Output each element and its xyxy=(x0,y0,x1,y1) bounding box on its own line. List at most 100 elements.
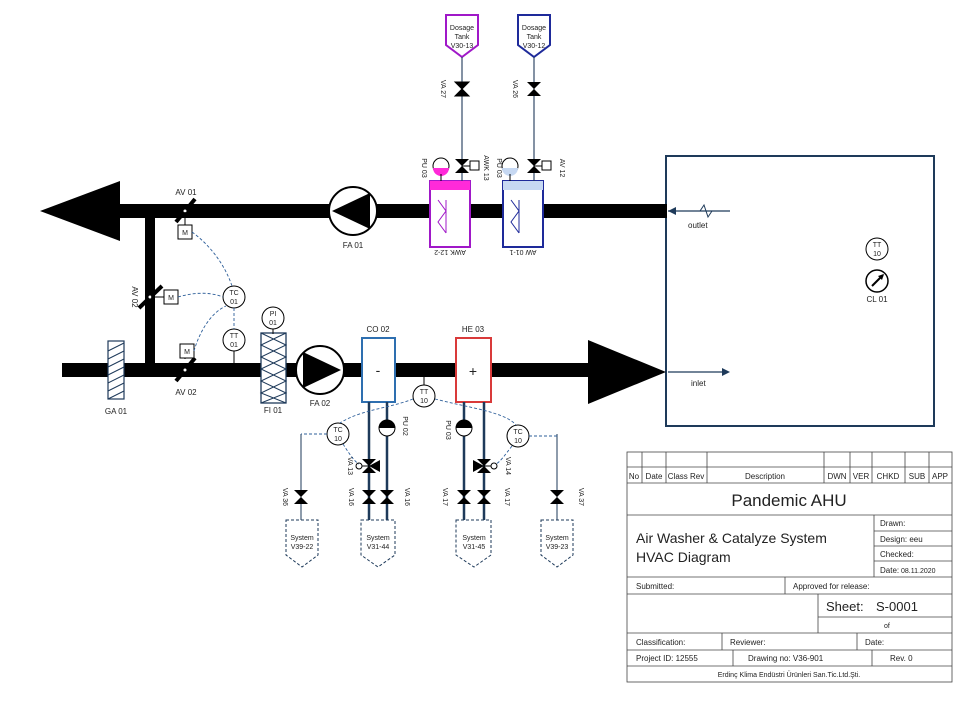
actuator-m1-label: M xyxy=(182,230,188,237)
tb-header-app: APP xyxy=(932,472,948,481)
tc10-right-num: 10 xyxy=(514,438,522,445)
filter-fi01 xyxy=(259,332,288,404)
tb-drawing-no: Drawing no: V36-901 xyxy=(748,654,824,663)
outlet-label: outlet xyxy=(688,221,708,230)
pi01-tag: PI xyxy=(270,311,277,318)
valve-va36 xyxy=(294,490,308,504)
tank-v30-13-line3: V30-13 xyxy=(451,43,474,50)
tb-header-ver: VER xyxy=(853,472,870,481)
ga01-label: GA 01 xyxy=(105,407,128,416)
system-v39-23: System V39-23 xyxy=(540,519,574,568)
tb-header-no: No xyxy=(629,472,640,481)
va16a-label: VA 16 xyxy=(347,488,354,506)
cl01-label: CL 01 xyxy=(866,295,888,304)
fa02-label: FA 02 xyxy=(310,399,331,408)
tb-project-title: Pandemic AHU xyxy=(731,491,846,510)
pu03-aw-label: PU 03 xyxy=(495,158,502,178)
tb-sheet-label: Sheet: xyxy=(826,599,864,614)
tank-v30-13-line2: Tank xyxy=(455,34,470,41)
tb-of: of xyxy=(884,623,890,630)
tb-header-sub: SUB xyxy=(909,472,925,481)
system-v31-44-line1: System xyxy=(366,535,390,542)
air-washer-aw01-1 xyxy=(502,180,544,248)
awk12-2-label: AWK 12-2 xyxy=(434,248,466,255)
actuator-m3: M xyxy=(179,343,195,359)
va13-label: VA 13 xyxy=(346,457,353,475)
tb-design: Design: eeu xyxy=(880,535,923,544)
av02-bypass-label: AV 02 xyxy=(130,286,139,308)
cooling-coil-co02 xyxy=(361,337,396,403)
fi01-label: FI 01 xyxy=(264,406,283,415)
damper-av02-bypass xyxy=(137,284,164,310)
actuator-m2-label: M xyxy=(168,295,174,302)
va37-label: VA 37 xyxy=(577,488,584,506)
av12-label: AV 12 xyxy=(558,159,565,178)
pi01-indicator: PI 01 xyxy=(261,306,285,330)
tt01-num: 01 xyxy=(230,342,238,349)
system-v31-45-line1: System xyxy=(462,535,486,542)
tb-classification: Classification: xyxy=(636,638,685,647)
supply-arrow xyxy=(588,340,666,404)
va17a-label: VA 17 xyxy=(441,488,448,506)
coil-control-links xyxy=(301,398,557,465)
fan-fa01 xyxy=(328,186,378,236)
pu02-label: PU 02 xyxy=(401,416,408,436)
va14-label: VA 14 xyxy=(504,457,511,475)
tb-diagram-title-2: HVAC Diagram xyxy=(636,549,731,565)
tb-date-value: 08.11.2020 xyxy=(901,568,936,575)
tt10-mid-tag: TT xyxy=(420,389,429,396)
tb-header-dwn: DWN xyxy=(827,472,846,481)
valve-va16b xyxy=(380,490,394,504)
fa01-label: FA 01 xyxy=(343,241,364,250)
va36-label: VA 36 xyxy=(281,488,288,506)
dosage-tank-v30-13: Dosage Tank V30-13 xyxy=(445,14,479,59)
tt10-mid-num: 10 xyxy=(420,398,428,405)
valve-awk13 xyxy=(455,159,480,173)
damper-av01 xyxy=(174,197,197,224)
damper-control-links xyxy=(177,231,235,352)
tb-header-chkd: CHKD xyxy=(877,472,900,481)
title-block xyxy=(626,451,953,683)
tb-project-id: Project ID: 12555 xyxy=(636,654,698,663)
system-v39-22-line2: V39-22 xyxy=(291,544,314,551)
tb-drawn: Drawn: xyxy=(880,519,905,528)
tc10-right-controller: TC 10 xyxy=(506,424,530,448)
dosage-tank-v30-12: Dosage Tank V30-12 xyxy=(517,14,551,59)
co02-sign: - xyxy=(376,362,381,378)
exhaust-arrow xyxy=(40,181,120,241)
tt10-mid-sensor: TT 10 xyxy=(412,384,436,408)
tb-rev: Rev. 0 xyxy=(890,654,913,663)
pu03-awk-label: PU 03 xyxy=(420,158,427,178)
tank-v30-13-line1: Dosage xyxy=(450,25,474,32)
tt10-room-num: 10 xyxy=(873,251,881,258)
tt01-sensor: TT 01 xyxy=(222,328,246,352)
actuator-m1: M xyxy=(177,224,193,240)
aw01-1-label: AW 01-1 xyxy=(509,248,536,255)
valve-va14 xyxy=(473,459,498,473)
va27-label: VA 27 xyxy=(439,80,446,98)
damper-av02-supply xyxy=(174,356,197,383)
tank-v30-12-line3: V30-12 xyxy=(523,43,546,50)
branch-pipes xyxy=(300,434,558,520)
tank-v30-12-line1: Dosage xyxy=(522,25,546,32)
actuator-m3-label: M xyxy=(184,349,190,356)
grille-ga01 xyxy=(107,340,125,400)
tc01-controller: TC 01 xyxy=(222,285,246,309)
tc01-num: 01 xyxy=(230,299,238,306)
tb-reviewer: Reviewer: xyxy=(730,638,766,647)
tb-header-date: Date xyxy=(646,472,663,481)
system-v31-45-line2: V31-45 xyxy=(463,544,486,551)
inlet-arrow xyxy=(668,368,730,376)
valve-va17a xyxy=(457,490,471,504)
inlet-label: inlet xyxy=(691,379,706,388)
tb-company: Erdinç Klima Endüstri Ürünleri San.Tic.L… xyxy=(718,671,861,679)
tb-date2: Date: xyxy=(865,638,884,647)
he03-label: HE 03 xyxy=(462,325,485,334)
valve-va17b xyxy=(477,490,491,504)
va16b-label: VA 16 xyxy=(403,488,410,506)
tc10-left-num: 10 xyxy=(334,436,342,443)
system-v31-44-line2: V31-44 xyxy=(367,544,390,551)
room-box xyxy=(665,155,935,427)
